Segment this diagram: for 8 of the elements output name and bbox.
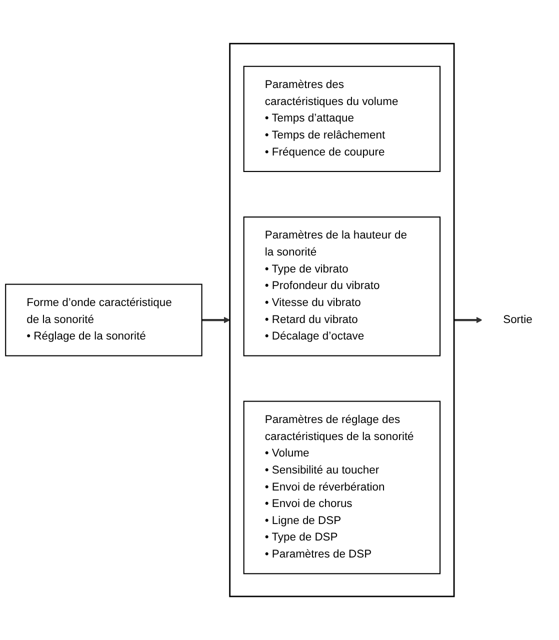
- arrow: [454, 316, 482, 324]
- cluster: [229, 42, 455, 598]
- node-box: Paramètres de la hauteur de la sonorité • Type de vibrato • Profondeur du vibrato • Vitesse du vibrato • Retard du vibrato • Décalage d’octave: [243, 216, 441, 356]
- node-box: Forme d’onde caractéristique de la sonorité • Réglage de la sonorité: [5, 284, 202, 356]
- arrow: [202, 316, 230, 324]
- node-box: Paramètres de réglage des caractéristiques de la sonorité • Volume • Sensibilité au toucher • Envoi de réverbération • Envoi de chorus • Ligne de DSP • Type de DSP • Paramètres de DSP: [243, 400, 441, 574]
- node-text: Sortie: [503, 314, 532, 326]
- node-box: Paramètres des caractéristiques du volume • Temps d’attaque • Temps de relâchement • Fréquence de coupure: [243, 66, 441, 172]
